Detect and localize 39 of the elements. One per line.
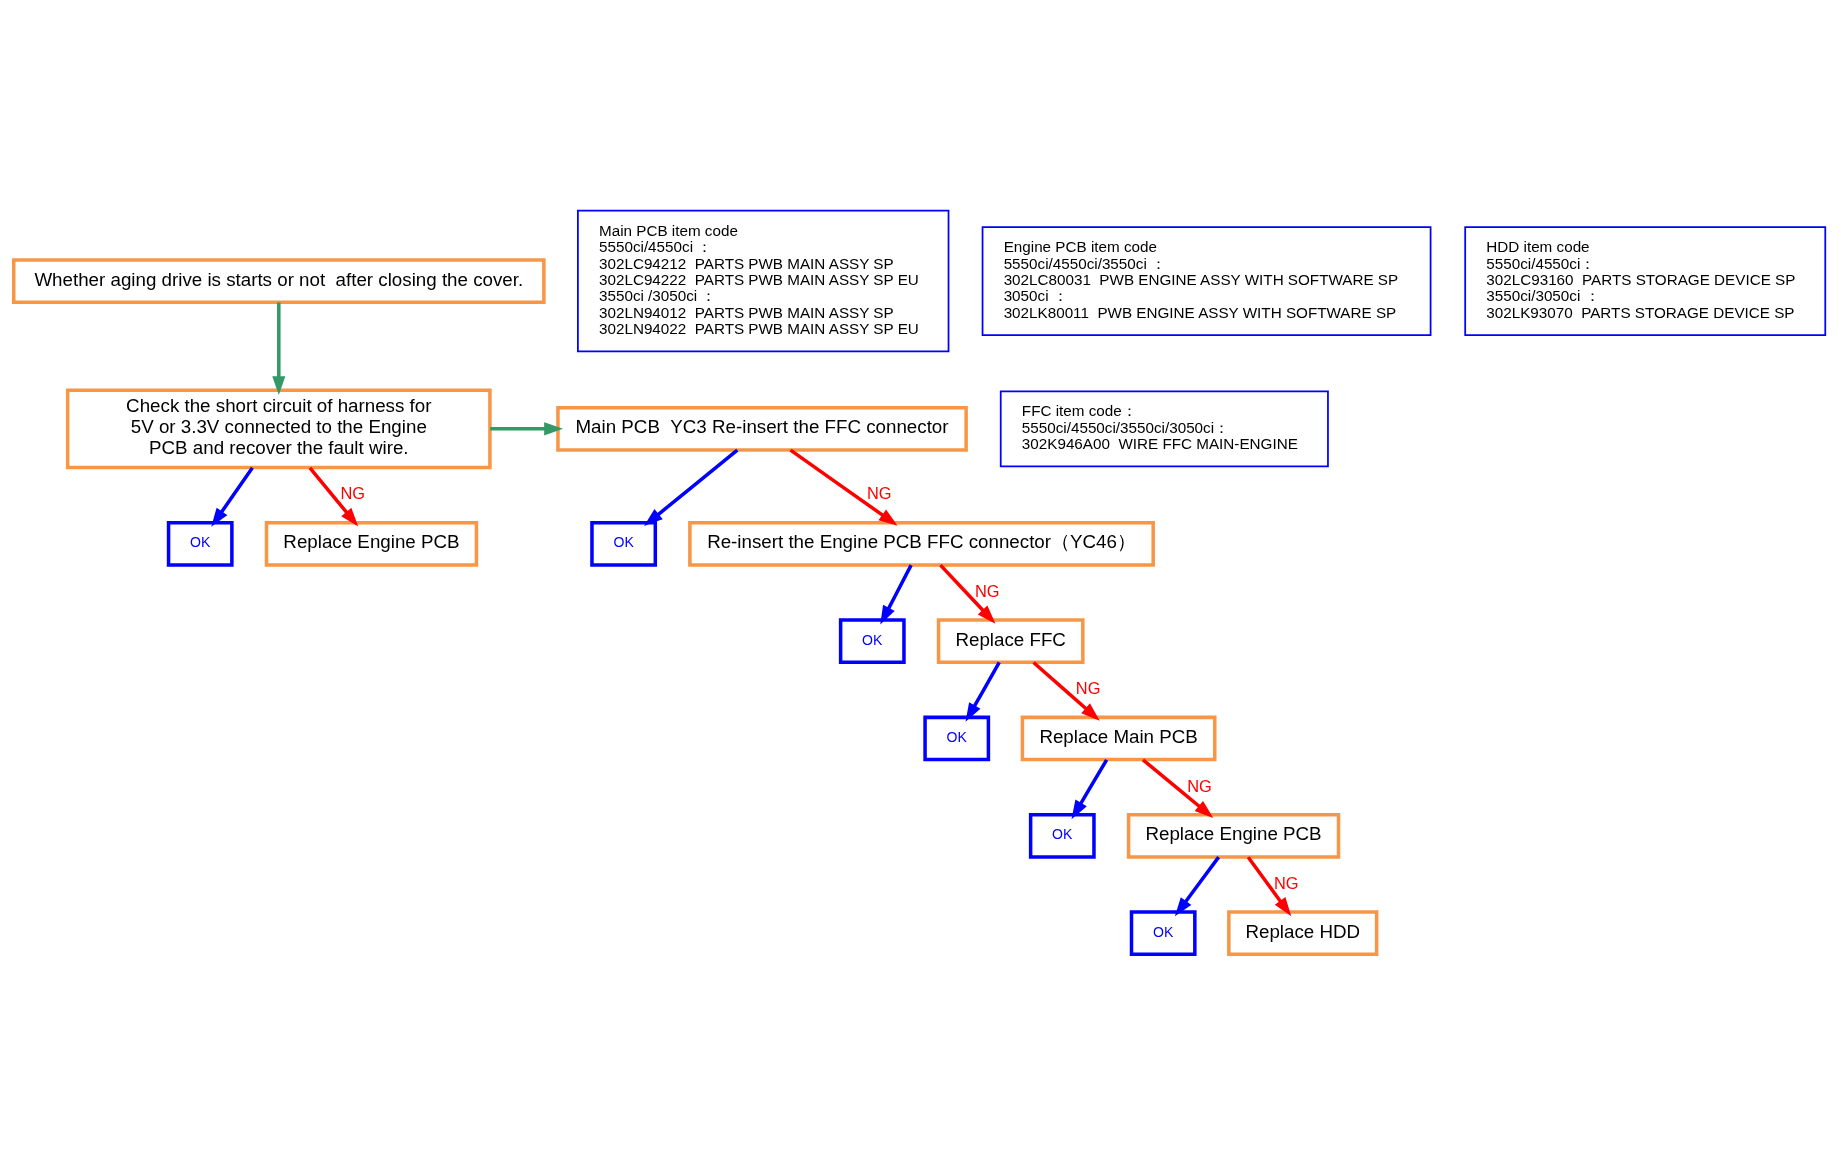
arrow <box>308 466 359 527</box>
node-box: OK <box>166 520 234 567</box>
node-box: Main PCB YC3 Re-insert the FFC connector <box>556 406 968 452</box>
arrow <box>644 448 739 527</box>
arrow <box>272 302 286 395</box>
node-box: Check the short circuit of harness for 5V or 3.3V connected to the Engine PCB and recover the fault wire. <box>65 388 492 470</box>
edge-label: NG <box>340 484 365 503</box>
node-box: Replace Engine PCB <box>1126 812 1341 859</box>
node-box: FFC item code： 5550ci/4550ci/3550ci/3050ci： 302K946A00 WIRE FFC MAIN-ENGINE <box>999 390 1329 468</box>
node-box: Replace HDD <box>1227 910 1379 957</box>
edge-label: NG <box>867 484 892 503</box>
node-box: Replace FFC <box>936 618 1085 664</box>
arrow <box>490 422 563 436</box>
node-box: Replace Main PCB <box>1020 715 1217 762</box>
arrow <box>1246 856 1292 917</box>
node-box: OK <box>1129 910 1197 957</box>
node-box: Re-insert the Engine PCB FFC connector（YC46） <box>688 520 1155 567</box>
arrow <box>939 563 996 624</box>
node-box: Main PCB item code 5550ci/4550ci ： 302LC94212 PARTS PWB MAIN ASSY SP 302LC94222 PARTS PWB MAIN ASSY SP EU 3550ci /3050ci ： 302LN94012 PARTS PWB MAIN ASSY SP 302LN94022 PARTS PWB MAIN ASSY SP EU <box>577 209 950 353</box>
edge-label: NG <box>1075 679 1101 698</box>
edge-label: NG <box>1274 873 1299 892</box>
node-box: OK <box>923 715 991 762</box>
arrow <box>789 448 898 526</box>
node-box: Whether aging drive is starts or not after closing the cover. <box>11 258 546 304</box>
edge-label: NG <box>974 581 1000 600</box>
arrow <box>965 661 1001 722</box>
arrow <box>880 564 913 625</box>
arrow <box>1141 758 1214 818</box>
arrow <box>1174 856 1221 917</box>
arrow <box>1032 661 1100 721</box>
node-box: Replace Engine PCB <box>264 520 479 567</box>
node-box: OK <box>838 618 906 664</box>
arrow <box>211 466 254 527</box>
node-box: OK <box>1028 812 1096 859</box>
node-box: OK <box>590 520 658 567</box>
edge-label: NG <box>1187 776 1212 795</box>
arrow <box>1071 758 1109 820</box>
node-box: Engine PCB item code 5550ci/4550ci/3550ci ： 302LC80031 PWB ENGINE ASSY WITH SOFTWARE SP 3050ci ： 302LK80011 PWB ENGINE ASSY WITH SOFTWARE SP <box>981 226 1432 336</box>
node-box: HDD item code 5550ci/4550ci： 302LC93160 PARTS STORAGE DEVICE SP 3550ci/3050ci ： 302LK93070 PARTS STORAGE DEVICE SP <box>1464 226 1827 336</box>
